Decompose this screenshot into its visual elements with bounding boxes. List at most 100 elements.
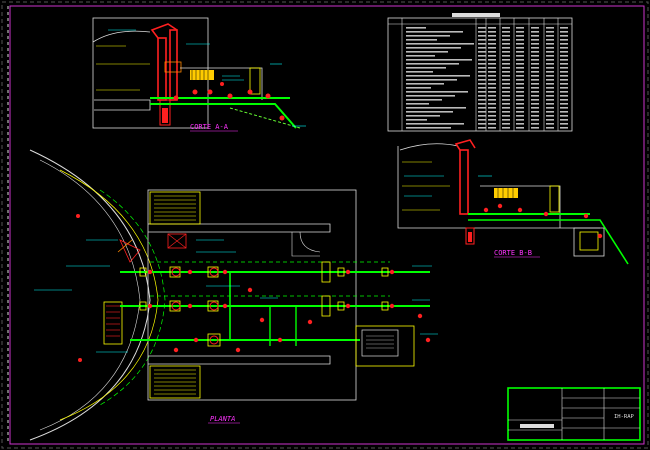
table-cell-text [502,99,510,101]
table-cell-text [560,91,568,93]
table-cell-text [478,103,486,105]
table-cell-text [531,91,539,93]
table-cell-text [502,87,510,89]
table-cell-text [531,107,539,109]
table-cell-text [488,87,496,89]
table-cell-text [516,35,524,37]
table-cell-text [546,75,554,77]
table-cell-text [488,75,496,77]
table-cell-text [546,51,554,53]
table-cell-text [531,43,539,45]
table-cell-text [546,99,554,101]
table-cell-text [516,39,524,41]
table-cell-text [488,99,496,101]
table-cell-text [502,107,510,109]
table-cell-text [488,35,496,37]
table-cell-text [531,55,539,57]
table-row-text [406,43,474,45]
table-cell-text [516,79,524,81]
table-cell-text [502,43,510,45]
table-cell-text [560,111,568,113]
table-row-text [406,31,463,33]
table-row-text [406,35,450,37]
table-cell-text [478,79,486,81]
table-cell-text [531,103,539,105]
table-row-text [406,59,472,61]
table-cell-text [516,103,524,105]
table-cell-text [478,99,486,101]
title-block: IH-RAP [507,387,641,441]
table-cell-text [546,79,554,81]
table-cell-text [502,123,510,125]
table-cell-text [531,95,539,97]
table-cell-text [478,83,486,85]
table-row-text [406,99,442,101]
table-cell-text [546,115,554,117]
table-cell-text [502,127,510,129]
table-cell-text [546,91,554,93]
table-cell-text [560,35,568,37]
table-row-text [406,119,427,121]
table-cell-text [560,51,568,53]
table-cell-text [560,127,568,129]
table-cell-text [560,43,568,45]
table-cell-text [546,119,554,121]
table-cell-text [502,59,510,61]
table-cell-text [488,71,496,73]
table-cell-text [502,39,510,41]
table-cell-text [488,115,496,117]
table-row-text [406,47,461,49]
table-cell-text [478,115,486,117]
table-cell-text [502,103,510,105]
table-cell-text [478,43,486,45]
table-row-text [406,51,448,53]
table-cell-text [560,71,568,73]
table-cell-text [546,107,554,109]
table-cell-text [502,79,510,81]
notes-table [387,13,573,132]
table-cell-text [478,127,486,129]
plan-label: PLANTA [210,415,235,423]
table-cell-text [546,103,554,105]
table-cell-text [531,99,539,101]
table-cell-text [478,31,486,33]
table-cell-text [560,107,568,109]
plan-view: PLANTA [29,149,438,441]
table-row-text [406,107,466,109]
table-cell-text [531,79,539,81]
table-cell-text [516,51,524,53]
table-cell-text [531,119,539,121]
table-cell-text [502,111,510,113]
table-row-text [406,83,444,85]
table-cell-text [560,123,568,125]
table-cell-text [488,59,496,61]
table-cell-text [546,83,554,85]
table-cell-text [516,83,524,85]
table-cell-text [502,55,510,57]
table-cell-text [516,123,524,125]
table-cell-text [531,111,539,113]
table-cell-text [531,51,539,53]
table-cell-text [531,83,539,85]
table-cell-text [488,27,496,29]
table-cell-text [531,27,539,29]
table-cell-text [502,51,510,53]
table-cell-text [488,79,496,81]
table-cell-text [488,127,496,129]
table-cell-text [546,35,554,37]
table-cell-text [546,67,554,69]
table-cell-text [502,75,510,77]
table-row-text [406,55,435,57]
table-row-text [406,39,437,41]
table-cell-text [546,47,554,49]
table-cell-text [546,127,554,129]
table-cell-text [560,67,568,69]
table-cell-text [478,87,486,89]
table-cell-text [488,63,496,65]
table-cell-text [531,39,539,41]
table-cell-text [560,47,568,49]
table-cell-text [531,31,539,33]
table-cell-text [478,63,486,65]
table-cell-text [516,87,524,89]
